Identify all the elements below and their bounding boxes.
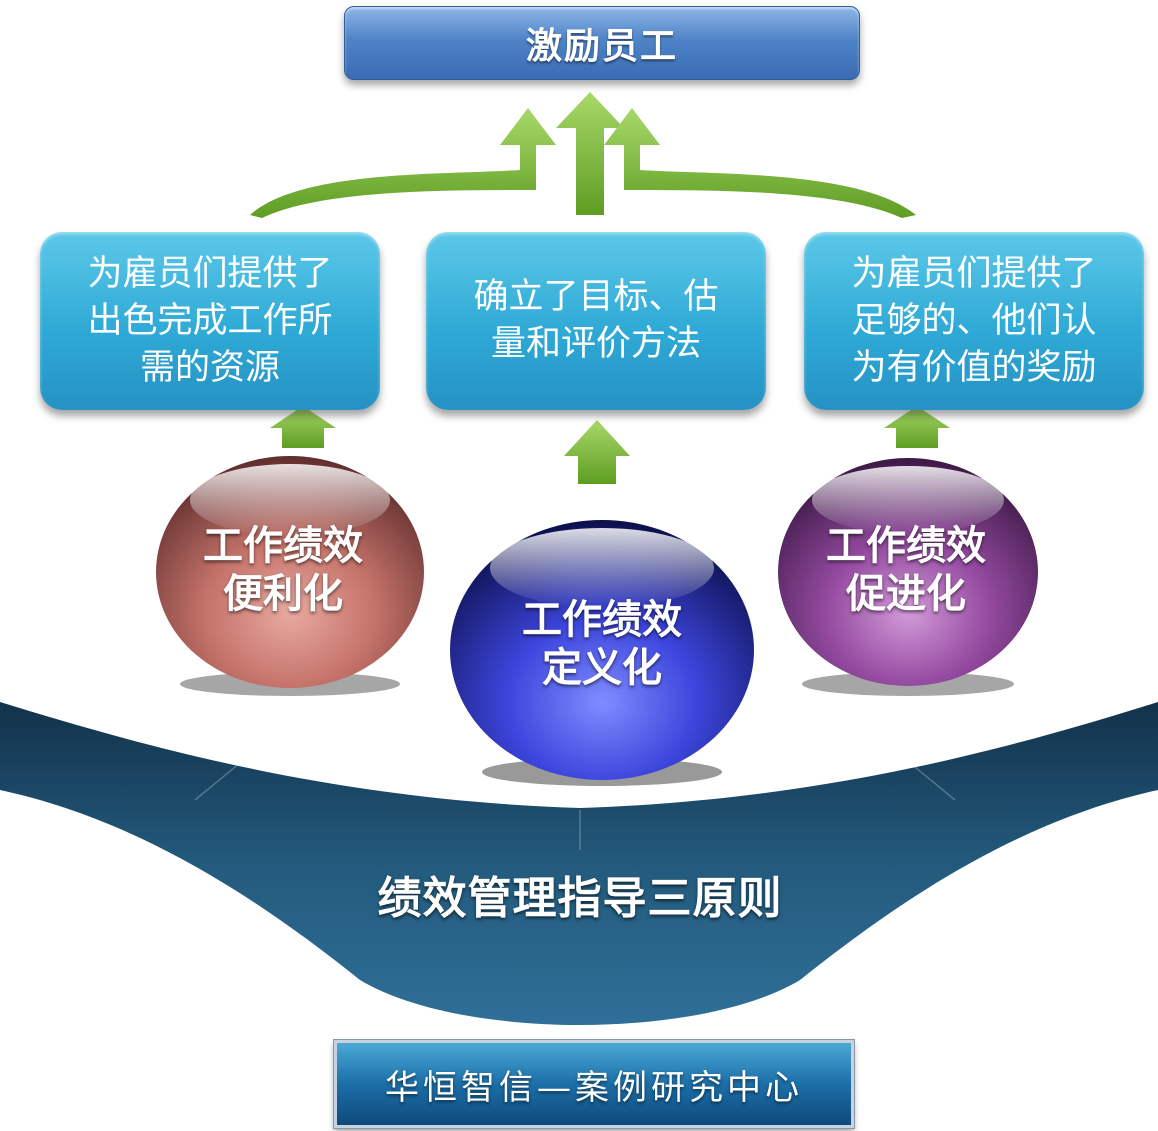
sphere-highlight-right <box>812 466 1004 534</box>
outcome-box-resources: 为雇员们提供了 出色完成工作所 需的资源 <box>40 232 380 410</box>
principle-label-definition: 工作绩效 定义化 <box>522 597 682 691</box>
footer-badge: 华恒智信—案例研究中心 <box>333 1039 855 1129</box>
principle-label-facilitation: 工作绩效 便利化 <box>203 523 363 617</box>
band-guide-left <box>194 729 281 801</box>
foundation-band <box>0 702 1158 1025</box>
up-arrow-right <box>884 406 950 448</box>
sphere-highlight-middle <box>490 528 714 608</box>
sphere-highlight-left <box>190 464 390 536</box>
curved-arrow-left <box>250 108 556 218</box>
goal-box: 激励员工 <box>344 6 860 80</box>
outcome-text-resources: 为雇员们提供了 出色完成工作所 需的资源 <box>87 253 333 388</box>
outcome-text-goals: 确立了目标、估 量和评价方法 <box>473 277 719 364</box>
curved-arrow-right <box>604 108 916 218</box>
footer-label: 华恒智信—案例研究中心 <box>385 1067 803 1108</box>
foundation-label: 绩效管理指导三原则 <box>377 873 783 924</box>
up-arrow-left <box>270 406 336 448</box>
principle-label-encouragement: 工作绩效 促进化 <box>826 523 986 617</box>
straight-arrow-center <box>556 92 624 215</box>
outcome-box-goals: 确立了目标、估 量和评价方法 <box>426 232 766 410</box>
goal-label: 激励员工 <box>525 26 678 67</box>
up-arrow-middle <box>564 420 630 484</box>
outcome-text-rewards: 为雇员们提供了 足够的、他们认 为有价值的奖励 <box>851 253 1097 388</box>
outcome-box-rewards: 为雇员们提供了 足够的、他们认 为有价值的奖励 <box>804 232 1144 410</box>
band-guide-right <box>869 729 956 801</box>
